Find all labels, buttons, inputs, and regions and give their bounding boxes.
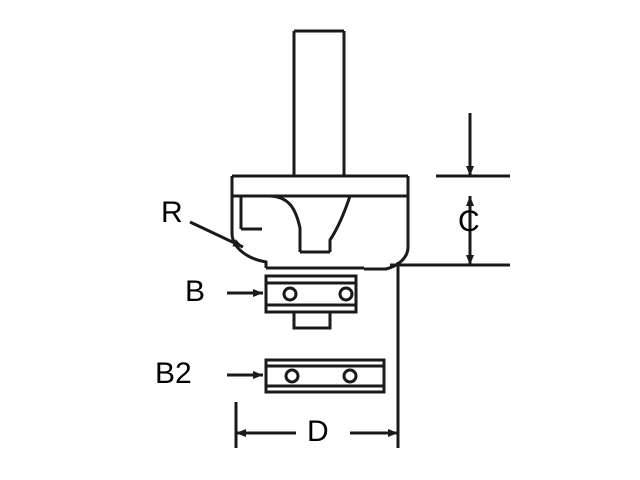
radius-profile-right — [364, 246, 410, 271]
spare-bearing — [264, 358, 386, 394]
cutter-body-outline — [230, 174, 410, 247]
label-radius: R — [161, 196, 183, 229]
radius-profile-left — [230, 232, 268, 268]
guide-bearing — [264, 274, 358, 314]
bearing-screw — [292, 310, 332, 330]
label-bearing-alt: B2 — [155, 357, 192, 390]
dimension-c — [390, 113, 510, 267]
label-bearing: B — [185, 275, 206, 308]
dimension-d — [234, 262, 400, 448]
leader-line-r — [189, 220, 244, 249]
body-internal-lines — [232, 194, 408, 231]
flute-detail-lines — [267, 194, 352, 254]
label-diameter: D — [307, 415, 329, 448]
label-cut-depth: C — [458, 205, 480, 238]
shank-outline — [292, 29, 346, 176]
